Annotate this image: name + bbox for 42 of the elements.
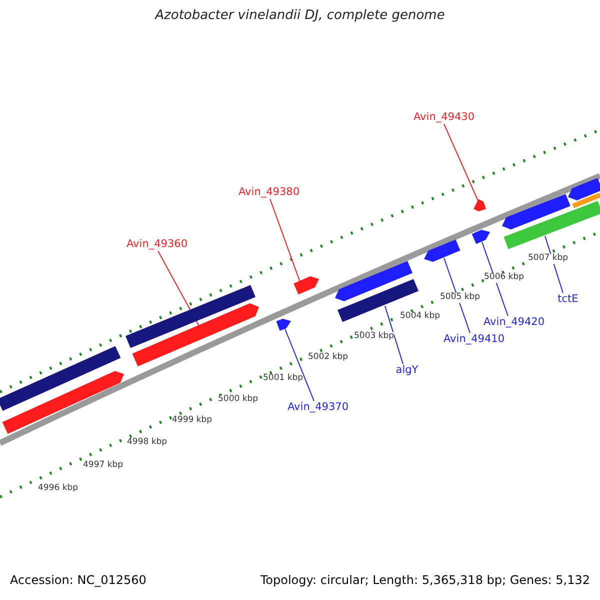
gene-bar [474,199,486,212]
gene-bar [132,303,259,366]
scale-label: 5006 kbp [484,273,524,283]
leader-line [444,258,470,334]
gene-label: Avin_49380 [238,186,300,198]
gene-bar [502,194,570,230]
genome-summary-text: Topology: circular; Length: 5,365,318 bp; Genes: 5,132 [260,574,590,588]
scale-label: 5005 kbp [440,293,480,303]
gene-label: Avin_49420 [484,316,544,328]
scale-label: 5000 kbp [218,395,258,405]
scale-label: 4997 kbp [83,461,124,471]
gene-bar [126,285,256,348]
gene-bar [0,346,121,411]
gene-label: algY [396,364,418,376]
gene-bar [335,261,412,302]
gene-bar [294,276,319,294]
gene-label: Avin_49370 [288,401,348,414]
gene-bar [424,240,460,262]
gene-bar [572,192,600,208]
scale-label: 5002 kbp [308,353,348,363]
scale-label: 4998 kbp [127,438,168,448]
gene-bar [504,200,600,250]
leader-line [284,328,314,402]
leader-line [482,242,508,316]
gene-bar [276,318,291,331]
title: Azotobacter vinelandii DJ, complete genome [155,9,445,24]
scale-label: 5001 kbp [263,374,304,384]
scale-label: 5004 kbp [400,312,440,322]
gene-label: tctE [558,293,578,306]
gene-bar [472,230,490,244]
leader-line [270,198,300,282]
gene-label: Avin_49360 [126,238,188,250]
gene-bar [2,371,124,434]
leader-line [384,306,404,364]
scale-label: 5007 kbp [528,254,568,264]
accession-text: Accession: NC_012560 [10,574,146,588]
scale-label: 4996 kbp [38,484,78,494]
scale-label: 5003 kbp [354,332,394,342]
gene-label: Avin_49430 [414,111,474,124]
gene-label: Avin_49410 [444,333,504,346]
scale-label: 4999 kbp [172,416,212,426]
leader-line [444,124,480,204]
